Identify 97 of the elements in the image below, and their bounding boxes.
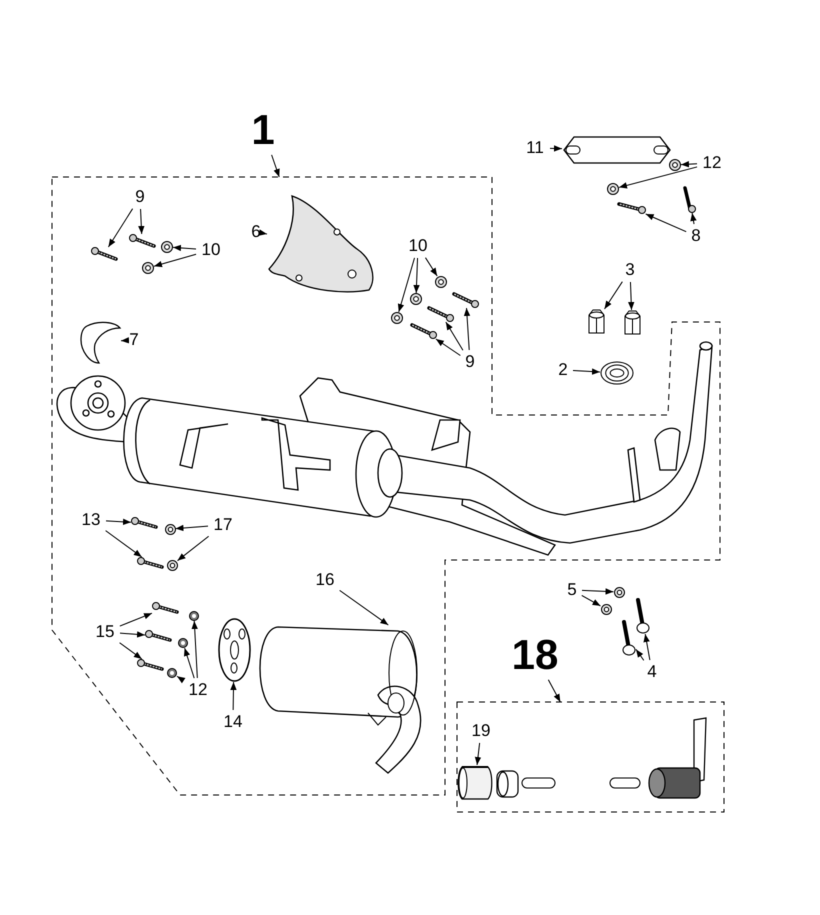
washer-drawing [161,241,173,253]
screw-drawing [411,323,437,339]
leader-line [119,612,152,627]
screw-drawing [453,292,479,308]
washer-drawing [607,183,619,195]
callout-number: 7 [126,330,142,350]
screw-drawing [145,630,171,642]
washer-drawing [669,159,681,171]
callout-number: 18 [506,632,564,678]
screw-drawing [137,557,163,569]
washer-drawing [391,312,403,324]
leader-line [172,244,196,252]
callout-number: 13 [78,510,104,530]
callout-number: 9 [132,187,148,207]
leader-line [271,154,280,178]
callout-number: 17 [210,515,236,535]
washer-drawing [164,524,176,534]
gasket-ring-drawing [600,361,634,385]
leader-line [435,338,461,356]
callout-number: 2 [555,360,571,380]
screw-drawing [137,659,163,671]
leader-line [548,679,561,702]
leader-line [628,282,634,310]
leader-line [424,257,438,276]
gasket-plate-drawing [562,135,672,165]
callout-number: 9 [462,352,478,372]
bolt-drawing [634,598,650,634]
leader-line [339,590,389,626]
gasket-disc-drawing [218,618,250,682]
leader-line [138,208,145,234]
callout-number: 10 [198,240,224,260]
callout-number: 3 [622,260,638,280]
leader-line [604,281,623,310]
spacer-nut-drawing [623,310,641,336]
leader-line [680,161,698,168]
leader-line [550,145,562,152]
washer-drawing [435,276,447,288]
leader-line [398,257,416,312]
leader-line [581,594,601,606]
screw-drawing [683,187,697,213]
washer-drawing [166,560,178,570]
callout-number: 15 [92,622,118,642]
washer-drawing [142,262,154,274]
leader-line [582,588,614,595]
end-cap-drawing [79,320,121,364]
leader-line [690,212,697,225]
nut-drawing [189,611,199,621]
leader-line [108,208,134,248]
leader-line [120,631,146,638]
screw-drawing [618,202,646,214]
callout-number: 1 [247,107,279,153]
dashed-group-outline [456,702,724,812]
screw-drawing [129,234,155,248]
leader-line [192,620,198,678]
callout-number: 8 [688,226,704,246]
callout-number: 12 [185,680,211,700]
leader-line [175,524,208,532]
leader-line [636,648,644,661]
end-cap-drawing [458,765,492,801]
nut-drawing [167,668,177,678]
screw-drawing [428,306,454,322]
leader-line [643,634,650,661]
callout-number: 14 [220,712,246,732]
callout-number: 16 [312,570,338,590]
leader-line [154,254,197,268]
leader-line [119,642,142,660]
leader-line [464,308,470,350]
callout-number: 5 [564,580,580,600]
leader-line [258,229,268,236]
leader-line [230,682,237,710]
washer-drawing [600,604,612,614]
leader-line [645,214,687,232]
leader-line [184,648,195,679]
leader-line [618,166,698,188]
washer-drawing [410,293,422,305]
leader-line [176,676,186,684]
bolt-drawing [620,620,636,656]
leader-line [474,742,482,766]
dashed-group-outline [52,177,720,795]
callout-number: 10 [405,236,431,256]
leader-line [413,258,420,294]
callout-number: 11 [522,138,548,158]
callout-number: 19 [468,721,494,741]
leader-line [445,322,464,351]
nut-drawing [178,638,188,648]
leader-line [105,530,142,558]
screw-drawing [91,247,117,261]
spacer-nut-drawing [587,309,605,335]
leader-line [106,518,132,525]
leader-line [120,337,130,344]
leader-line [177,536,210,562]
screw-drawing [131,517,157,529]
washer-drawing [614,586,624,598]
leader-line [572,368,600,375]
screw-drawing [152,602,178,614]
callout-number: 12 [699,153,725,173]
callout-number: 4 [644,662,660,682]
